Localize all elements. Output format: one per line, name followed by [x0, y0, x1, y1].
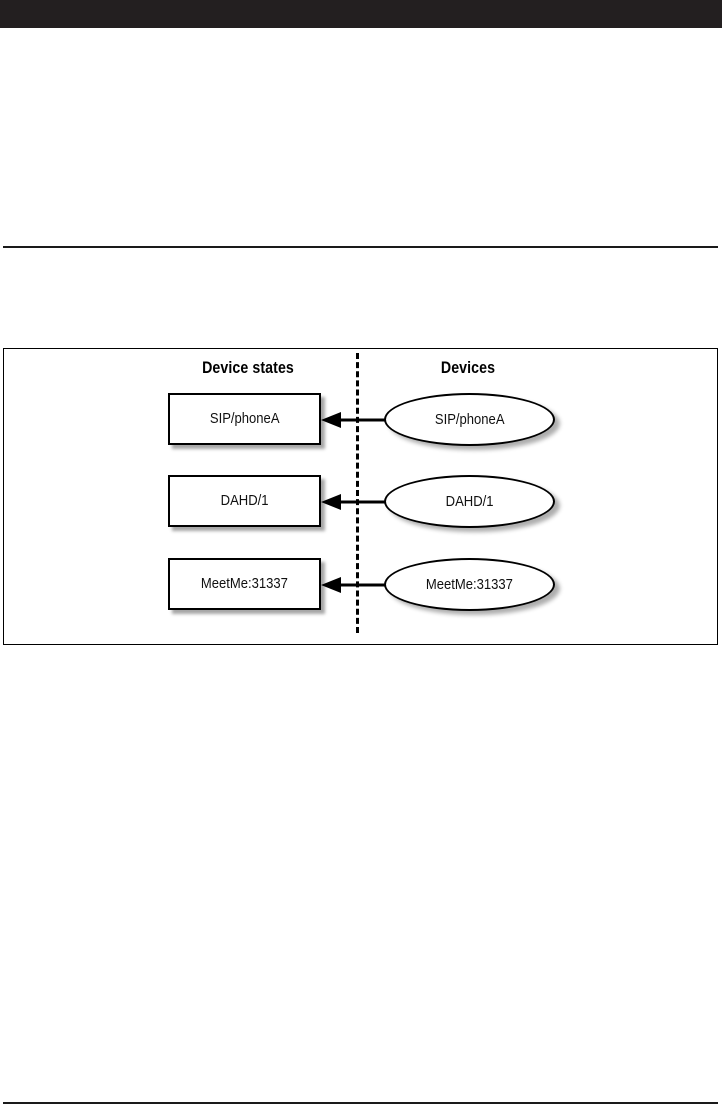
- device-ellipse: SIP/phoneA: [384, 393, 555, 446]
- figure-device-states-devices: Device states Devices SIP/phoneA SIP/pho…: [3, 348, 718, 645]
- device-state-label: SIP/phoneA: [209, 411, 280, 427]
- device-ellipse: MeetMe:31337: [384, 558, 555, 611]
- arrow-device-to-state: [321, 577, 387, 593]
- rule-top: [3, 246, 718, 248]
- diagram-row: MeetMe:31337 MeetMe:31337: [4, 558, 719, 616]
- diagram-row: SIP/phoneA SIP/phoneA: [4, 393, 719, 451]
- arrow-left-icon: [321, 412, 387, 428]
- device-ellipse: DAHD/1: [384, 475, 555, 528]
- rule-bottom: [3, 1102, 718, 1104]
- device-label: SIP/phoneA: [434, 411, 505, 428]
- column-header-device-states: Device states: [202, 359, 294, 377]
- column-divider-dashed: [356, 353, 359, 633]
- page-header-band: [0, 0, 722, 28]
- column-header-devices: Devices: [440, 359, 496, 377]
- device-label: MeetMe:31337: [425, 576, 514, 593]
- arrow-device-to-state: [321, 494, 387, 510]
- diagram-row: DAHD/1 DAHD/1: [4, 475, 719, 533]
- arrow-left-icon: [321, 577, 387, 593]
- device-state-box: SIP/phoneA: [168, 393, 321, 445]
- arrow-device-to-state: [321, 412, 387, 428]
- device-label: DAHD/1: [445, 493, 494, 510]
- arrow-left-icon: [321, 494, 387, 510]
- device-state-label: DAHD/1: [220, 493, 269, 509]
- device-state-box: MeetMe:31337: [168, 558, 321, 610]
- device-state-label: MeetMe:31337: [200, 576, 289, 592]
- device-state-box: DAHD/1: [168, 475, 321, 527]
